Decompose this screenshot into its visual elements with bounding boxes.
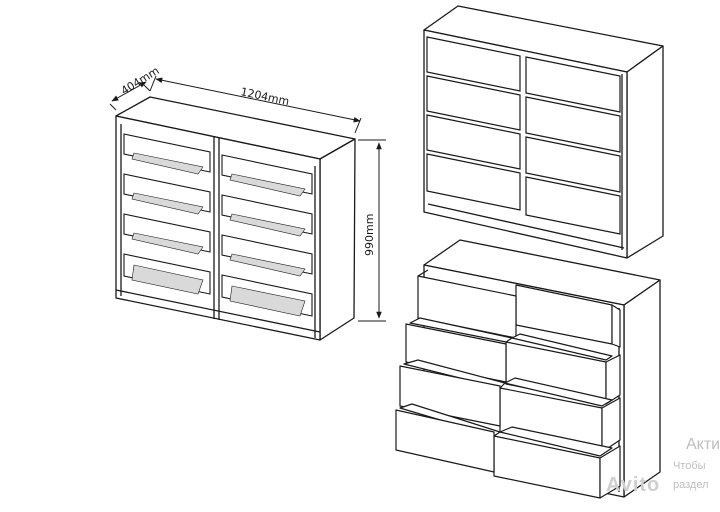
- closed-drawer-r4: [525, 176, 621, 235]
- depth-label: 404mm: [119, 64, 162, 98]
- closed-drawer-l3: [426, 114, 521, 170]
- watermark-line2: раздел: [673, 479, 709, 491]
- opening-right-2: [221, 194, 313, 237]
- width-dimension-line: [155, 77, 361, 123]
- closed-drawer-r3: [525, 136, 621, 193]
- width-label: 1204mm: [239, 85, 290, 108]
- opening-right-1: [221, 154, 313, 197]
- closed-drawer-l4: [426, 153, 521, 211]
- open-drawer-l4: [395, 403, 501, 473]
- frame-side: [319, 138, 356, 341]
- opening-right-4: [221, 274, 313, 317]
- watermark-title: Акти: [686, 436, 720, 453]
- closed-drawer-l1: [426, 36, 521, 92]
- open-side: [623, 279, 661, 498]
- watermark-line1: Чтобы: [673, 460, 706, 472]
- avito-logo-watermark: Avito: [606, 474, 661, 496]
- closed-drawer-l2: [426, 75, 521, 131]
- closed-side: [626, 45, 664, 259]
- closed-drawers: [426, 36, 621, 235]
- closed-drawer-r1: [525, 56, 621, 113]
- open-drawers: [395, 269, 621, 499]
- height-label: 990mm: [363, 214, 376, 256]
- dimension-lines: [109, 75, 386, 322]
- opening-left-1: [123, 133, 211, 175]
- opening-left-4: [123, 253, 211, 295]
- opening-right-3: [221, 234, 313, 277]
- closed-drawer-r2: [525, 96, 621, 153]
- depth-dimension-line: [111, 81, 147, 102]
- frame-drawer-openings: [123, 133, 313, 317]
- opening-left-3: [123, 213, 211, 255]
- opening-left-2: [123, 173, 211, 215]
